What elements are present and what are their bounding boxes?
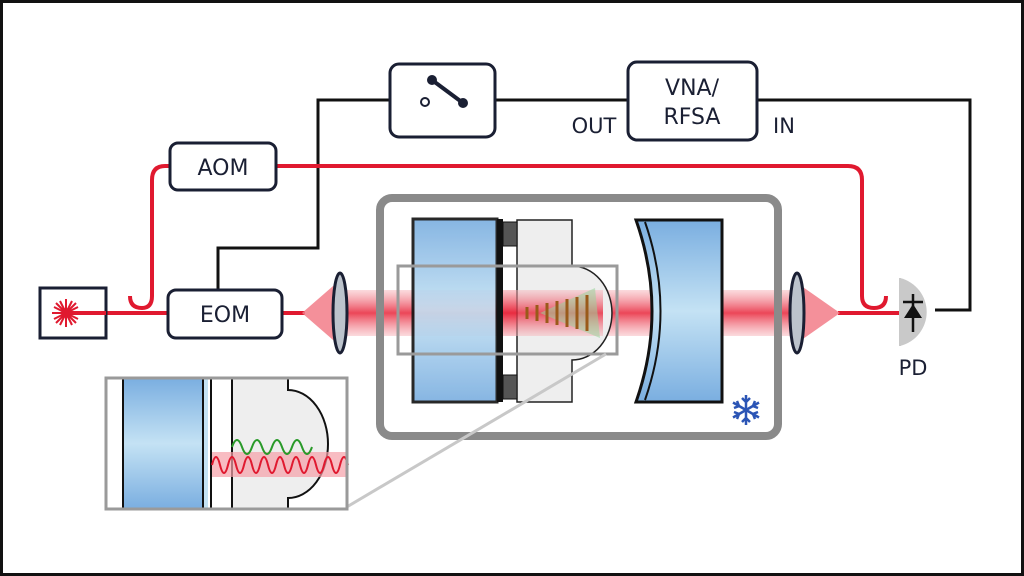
vna-label-line1: VNA/ <box>665 76 720 101</box>
zoom-inset <box>104 376 349 511</box>
pd-label: PD <box>899 356 928 380</box>
lens-icon <box>331 271 349 355</box>
acoustic-wave <box>525 295 589 331</box>
out-port-label: OUT <box>572 114 617 138</box>
cryostat <box>376 194 782 440</box>
rf-wiring <box>216 98 972 312</box>
laser-icon <box>38 286 108 340</box>
photodiode-icon <box>899 278 927 346</box>
zoom-connector <box>344 352 607 510</box>
optical-wave <box>211 456 349 474</box>
eom-box: EOM <box>166 288 284 340</box>
aom-label: AOM <box>198 156 249 181</box>
lens-icon <box>788 271 806 355</box>
vna-rfsa-box: VNA/ RFSA <box>626 60 759 142</box>
snowflake-icon <box>732 395 760 425</box>
in-port-label: IN <box>773 114 795 138</box>
vna-label-line2: RFSA <box>664 105 721 130</box>
aom-box: AOM <box>168 141 278 192</box>
eom-label: EOM <box>200 303 250 328</box>
acoustic-wave-inset <box>231 439 313 455</box>
switch-icon <box>388 62 497 139</box>
